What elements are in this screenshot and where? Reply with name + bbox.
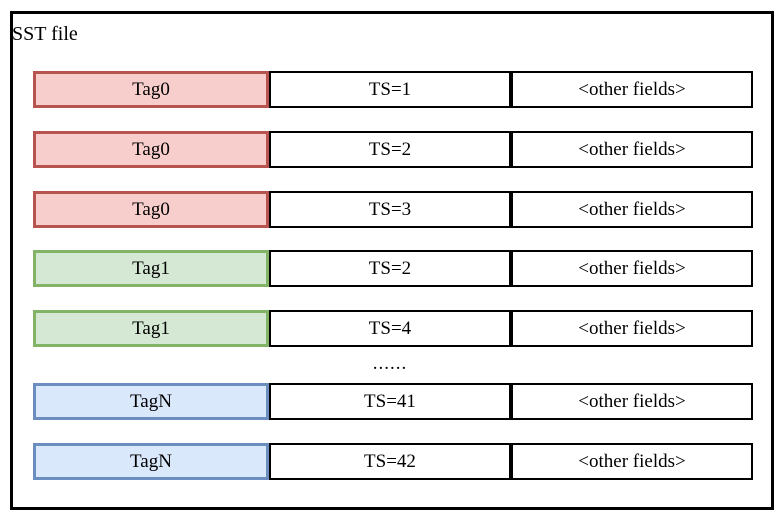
record-row: TagN TS=41 <other fields> [33,383,753,420]
other-fields-cell: <other fields> [511,310,753,347]
tag-cell: Tag0 [33,131,269,168]
other-fields-cell: <other fields> [511,131,753,168]
other-fields-cell: <other fields> [511,250,753,287]
record-row: TagN TS=42 <other fields> [33,443,753,480]
other-fields-cell: <other fields> [511,383,753,420]
tag-cell: Tag0 [33,71,269,108]
tag-cell: TagN [33,383,269,420]
tag-cell: Tag1 [33,250,269,287]
tag-cell: Tag0 [33,191,269,228]
record-row: Tag0 TS=2 <other fields> [33,131,753,168]
sst-file-label: SST file [12,23,78,45]
record-row: Tag1 TS=2 <other fields> [33,250,753,287]
timestamp-cell: TS=2 [269,131,511,168]
ellipsis-text: ...... [372,353,408,374]
tag-cell: Tag1 [33,310,269,347]
timestamp-cell: TS=42 [269,443,511,480]
record-row: Tag1 TS=4 <other fields> [33,310,753,347]
timestamp-cell: TS=1 [269,71,511,108]
timestamp-cell: TS=2 [269,250,511,287]
timestamp-cell: TS=41 [269,383,511,420]
timestamp-cell: TS=3 [269,191,511,228]
record-row: Tag0 TS=3 <other fields> [33,191,753,228]
other-fields-cell: <other fields> [511,443,753,480]
record-row: Tag0 TS=1 <other fields> [33,71,753,108]
tag-cell: TagN [33,443,269,480]
other-fields-cell: <other fields> [511,71,753,108]
timestamp-cell: TS=4 [269,310,511,347]
other-fields-cell: <other fields> [511,191,753,228]
